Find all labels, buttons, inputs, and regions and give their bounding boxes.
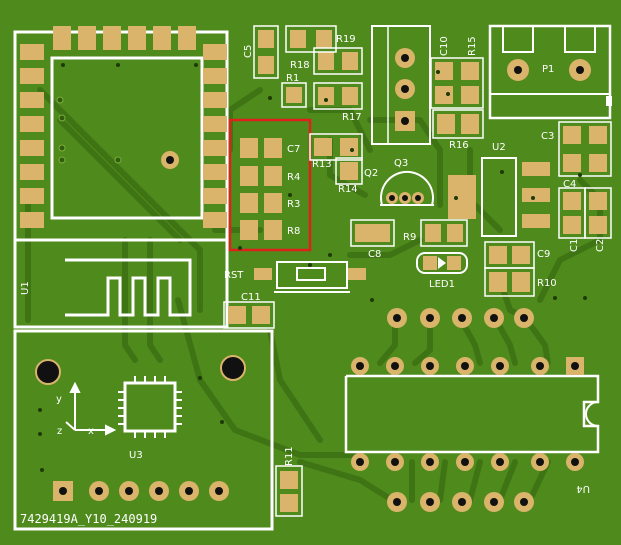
p1-connector bbox=[488, 24, 612, 120]
rst-label: RST bbox=[224, 270, 244, 281]
r14-label: R14 bbox=[338, 184, 358, 195]
board-id-label: 7429419A_Y10_240919 bbox=[20, 512, 157, 526]
c9-label: C9 bbox=[537, 249, 550, 260]
passive-pads-right bbox=[563, 126, 607, 234]
u4-dip bbox=[344, 374, 600, 454]
c5-label: C5 bbox=[243, 45, 254, 58]
r11-label: R11 bbox=[284, 446, 295, 466]
silk-pad-outlines bbox=[253, 25, 363, 185]
c4-label: C4 bbox=[563, 179, 576, 190]
passive-outlines-right-top bbox=[430, 57, 484, 139]
passive-pads-top bbox=[258, 30, 358, 180]
u4-pins bbox=[351, 357, 584, 471]
axis-z-label: z bbox=[57, 426, 62, 437]
axis-x-label: x bbox=[88, 426, 94, 437]
r11-footprint bbox=[275, 465, 303, 517]
q2-outline bbox=[371, 25, 431, 145]
r18-label: R18 bbox=[290, 60, 310, 71]
c11-label: C11 bbox=[241, 292, 261, 303]
led1-footprint bbox=[416, 252, 468, 274]
q3-label: Q3 bbox=[394, 158, 408, 169]
r19-label: R19 bbox=[336, 34, 356, 45]
r10-label: R10 bbox=[537, 278, 557, 289]
r15-label: R15 bbox=[467, 36, 478, 56]
r3-label: R3 bbox=[287, 199, 300, 210]
r8-label: R8 bbox=[287, 226, 300, 237]
r4-label: R4 bbox=[287, 172, 300, 183]
u4-label: U4 bbox=[576, 483, 590, 494]
header-top-row bbox=[387, 308, 534, 328]
c2-label: C2 bbox=[595, 239, 606, 252]
highlight-box bbox=[228, 118, 312, 252]
u2-regulator bbox=[448, 157, 550, 237]
u3-label: U3 bbox=[129, 450, 143, 461]
p1-label: P1 bbox=[542, 64, 554, 75]
q3-footprint bbox=[380, 170, 434, 206]
header-bottom-row bbox=[387, 492, 534, 512]
c8-r9-outlines bbox=[350, 219, 468, 247]
r17-label: R17 bbox=[342, 112, 362, 123]
u3-module bbox=[13, 329, 274, 531]
c8-r9-pads bbox=[355, 224, 463, 242]
r16-label: R16 bbox=[449, 140, 469, 151]
rst-button bbox=[254, 261, 366, 293]
vias bbox=[38, 63, 587, 472]
c10-label: C10 bbox=[439, 36, 450, 56]
u1-vias bbox=[56, 96, 122, 164]
passive-outlines-right bbox=[558, 121, 612, 239]
u1-label: U1 bbox=[20, 281, 31, 295]
r1-label: R1 bbox=[286, 73, 299, 84]
q2-pads bbox=[395, 48, 415, 131]
c7-label: C7 bbox=[287, 144, 300, 155]
c3-label: C3 bbox=[541, 131, 554, 142]
passive-pads-left bbox=[240, 138, 282, 240]
passive-pads-right-top bbox=[435, 62, 479, 134]
c1-label: C1 bbox=[569, 239, 580, 252]
u2-label: U2 bbox=[492, 142, 506, 153]
c8-label: C8 bbox=[368, 249, 381, 260]
u1-pads bbox=[20, 26, 227, 228]
c9-r10-pads bbox=[489, 246, 530, 292]
r13-label: R13 bbox=[312, 159, 332, 170]
c11-footprint bbox=[223, 301, 275, 329]
led1-label: LED1 bbox=[429, 279, 455, 290]
r9-label: R9 bbox=[403, 232, 416, 243]
c9-r10-outlines bbox=[484, 241, 535, 297]
u1-mount-hole bbox=[161, 151, 179, 169]
q2-label: Q2 bbox=[364, 168, 378, 179]
axis-y-label: y bbox=[56, 394, 62, 405]
